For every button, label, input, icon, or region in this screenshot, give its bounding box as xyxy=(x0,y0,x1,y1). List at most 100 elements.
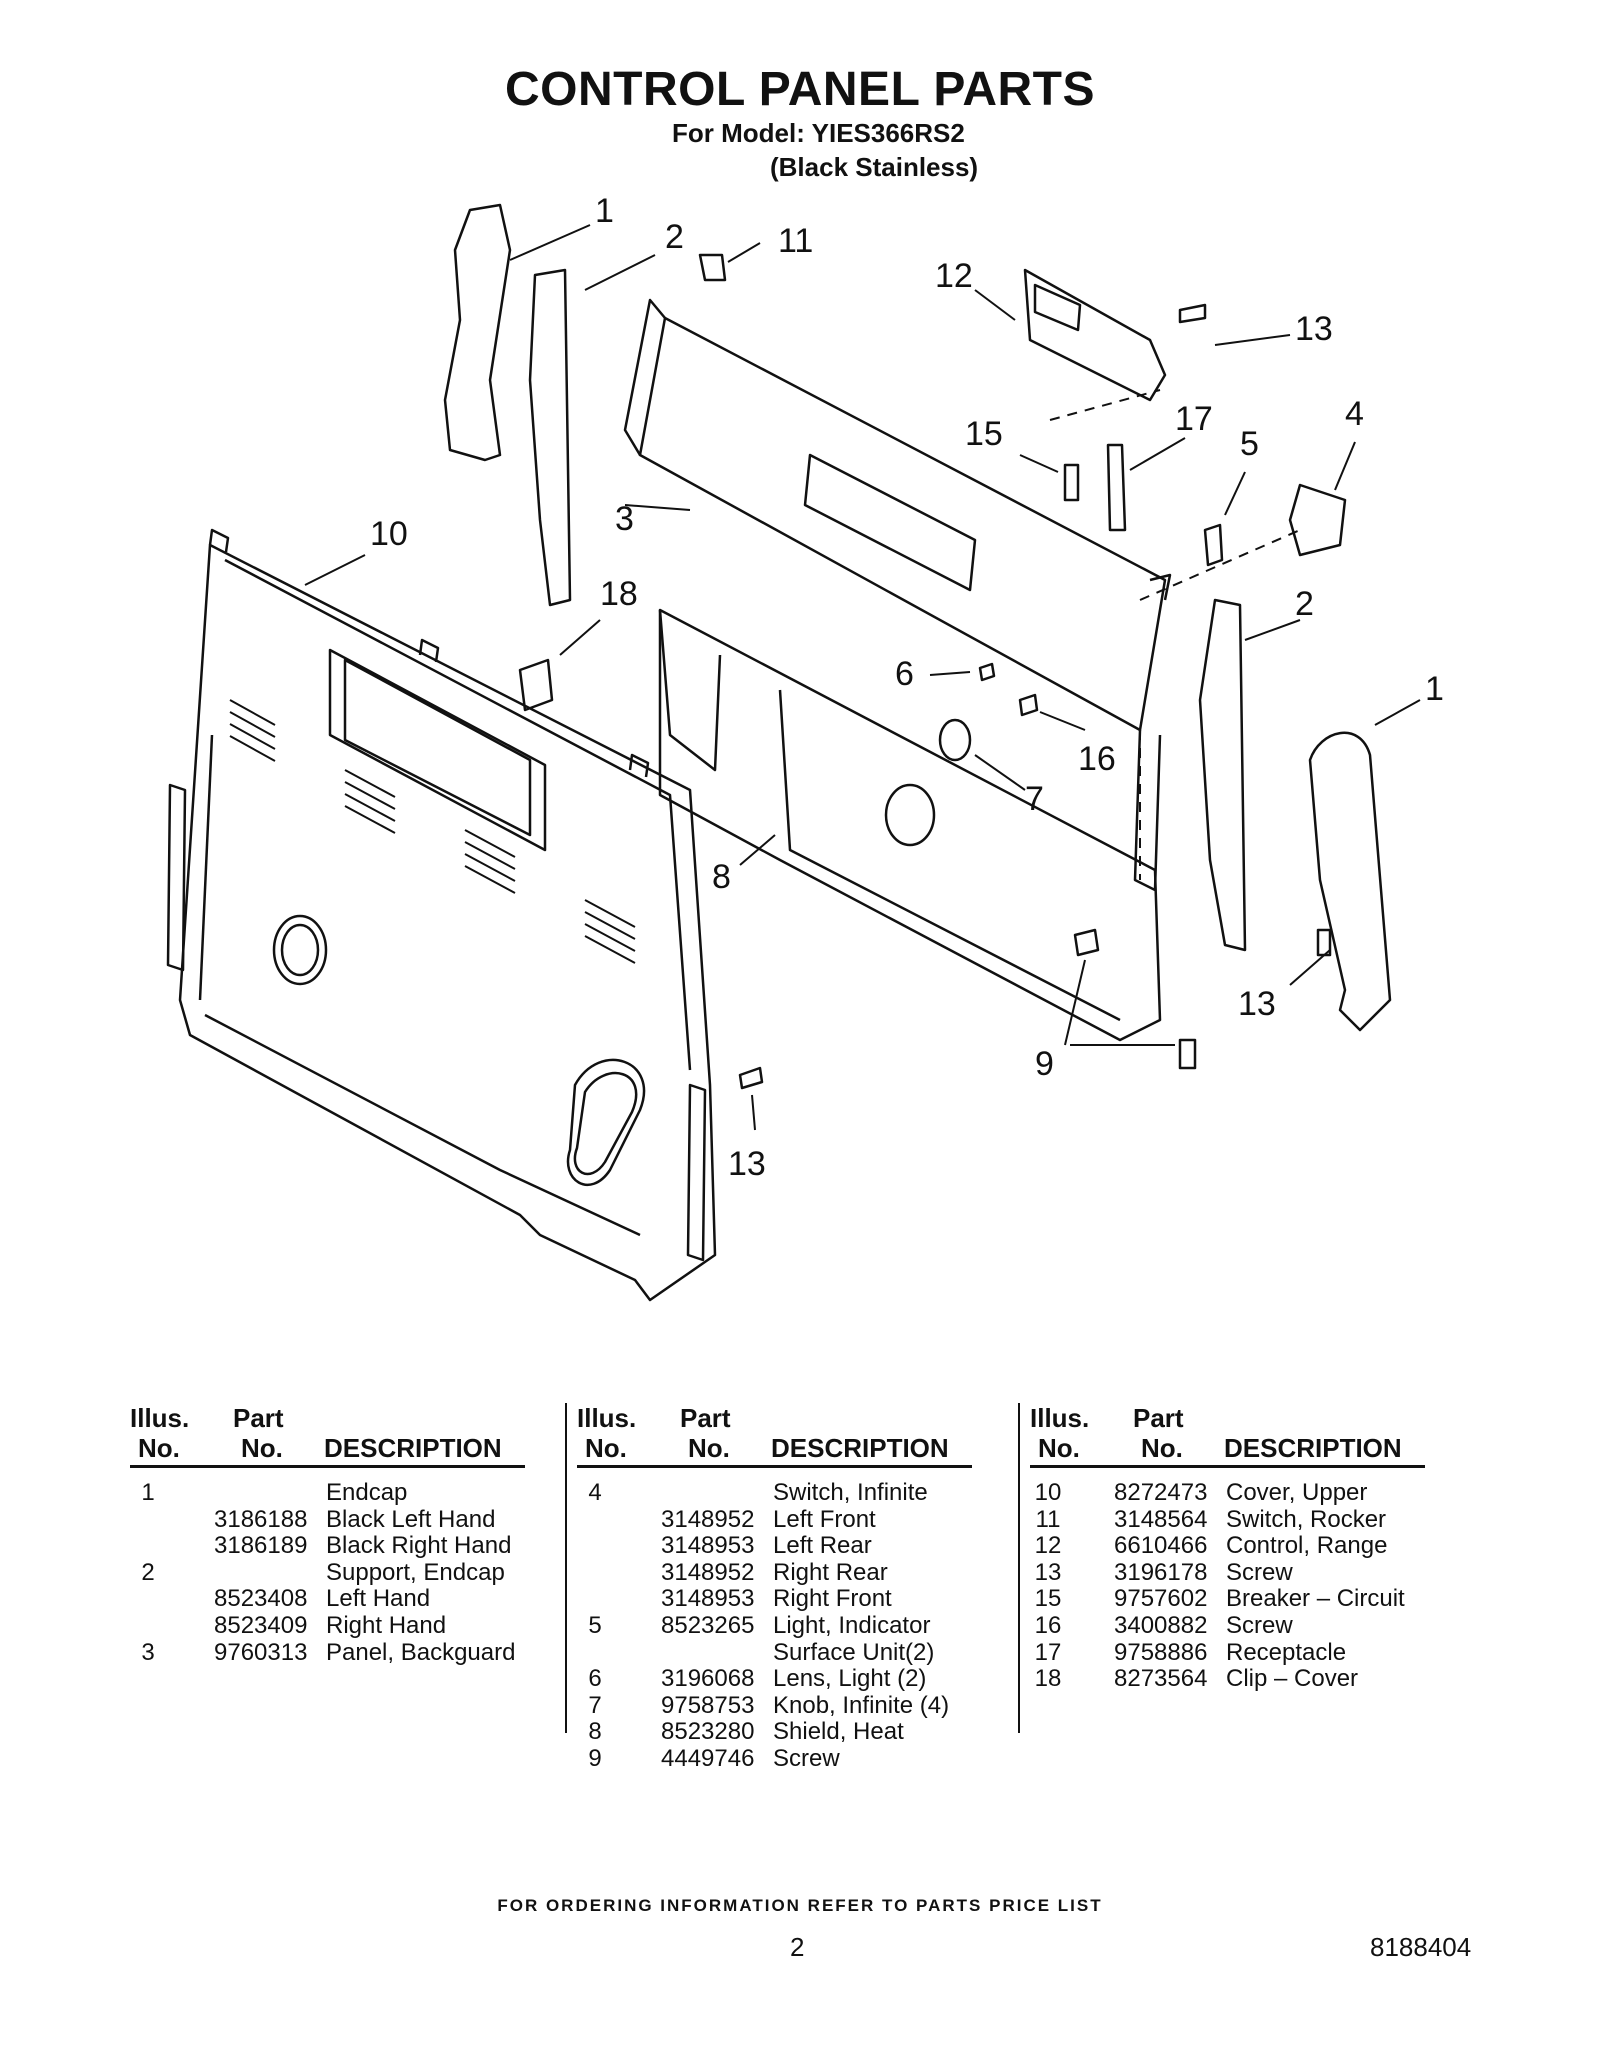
part-number: 9757602 xyxy=(1114,1585,1208,1613)
part-description: Receptacle xyxy=(1226,1638,1347,1666)
header-part-label: Part xyxy=(1133,1403,1184,1433)
header-illus-label: Illus. xyxy=(577,1403,637,1433)
part-number: 9758886 xyxy=(1114,1638,1208,1666)
header-part-label: Part xyxy=(233,1403,284,1433)
header-part-label: Part xyxy=(680,1403,731,1433)
column-divider xyxy=(1018,1403,1020,1733)
part-description: Clip – Cover xyxy=(1226,1665,1359,1693)
callout-3: 3 xyxy=(615,500,634,538)
callout-15: 15 xyxy=(965,415,1003,453)
header-part-no: No. xyxy=(688,1433,730,1463)
part-description: Breaker – Circuit xyxy=(1226,1585,1405,1613)
part-number: 3148564 xyxy=(1114,1505,1208,1533)
illus-number: 11 xyxy=(1035,1505,1061,1533)
header-illus-no: No. xyxy=(138,1433,180,1463)
screw-16 xyxy=(1018,693,1039,717)
header-part-no: No. xyxy=(1141,1433,1183,1463)
model-subtitle: For Model: YIES366RS2 xyxy=(672,118,965,148)
header-description: DESCRIPTION xyxy=(1224,1433,1402,1463)
screw-13-right xyxy=(1316,928,1332,957)
part-description: Black Right Hand xyxy=(326,1532,512,1560)
callout-7: 7 xyxy=(1025,780,1044,818)
callout-9: 9 xyxy=(1035,1045,1054,1083)
part-number: 3196068 xyxy=(661,1665,755,1693)
illus-number: 5 xyxy=(588,1611,602,1639)
part-description: Right Front xyxy=(773,1585,892,1613)
part-description: Control, Range xyxy=(1226,1532,1388,1560)
ordering-note: FOR ORDERING INFORMATION REFER TO PARTS … xyxy=(497,1896,1103,1915)
part-number: 8523408 xyxy=(214,1585,308,1613)
part-description: Panel, Backguard xyxy=(326,1638,516,1666)
header-rule xyxy=(577,1465,972,1468)
infinite-knob-part xyxy=(938,718,972,762)
page-title: CONTROL PANEL PARTS xyxy=(505,63,1095,116)
screw-13-top xyxy=(1178,303,1207,324)
part-number: 8523265 xyxy=(661,1611,755,1639)
part-description: Endcap xyxy=(326,1479,408,1506)
part-description: Left Hand xyxy=(326,1585,431,1613)
part-number: 3196178 xyxy=(1114,1558,1208,1586)
callout-13-lower: 13 xyxy=(728,1145,766,1183)
part-description: Cover, Upper xyxy=(1226,1479,1368,1506)
callout-4: 4 xyxy=(1345,395,1364,433)
right-endcap-part xyxy=(1308,731,1392,1032)
illus-number: 4 xyxy=(588,1479,602,1506)
receptacle-part xyxy=(1106,443,1127,532)
header-description: DESCRIPTION xyxy=(771,1433,949,1463)
lens-6 xyxy=(978,662,996,682)
part-number: 3148952 xyxy=(661,1558,755,1586)
callout-12: 12 xyxy=(935,257,973,295)
header-illus-no: No. xyxy=(585,1433,627,1463)
finish-subtitle: (Black Stainless) xyxy=(770,152,979,182)
range-control-part xyxy=(1023,268,1167,402)
part-description: Switch, Infinite xyxy=(773,1479,928,1506)
heat-shield-part xyxy=(658,608,1162,1042)
callout-5: 5 xyxy=(1240,425,1259,463)
right-support-part xyxy=(1198,598,1247,952)
header-rule xyxy=(130,1465,525,1468)
header-illus-no: No. xyxy=(1038,1433,1080,1463)
header-rule xyxy=(1030,1465,1425,1468)
illus-number: 3 xyxy=(141,1638,155,1666)
part-description: Shield, Heat xyxy=(773,1718,904,1746)
header-part-no: No. xyxy=(241,1433,283,1463)
callout-18: 18 xyxy=(600,575,638,613)
illus-number: 1 xyxy=(141,1479,155,1506)
part-description: Right Hand xyxy=(326,1611,447,1639)
indicator-light-part xyxy=(1203,523,1224,567)
callout-13-top: 13 xyxy=(1295,310,1333,348)
part-number: 3148953 xyxy=(661,1585,755,1613)
exploded-parts-diagram: 1 2 11 12 13 15 17 4 5 3 10 18 2 6 16 1 … xyxy=(166,192,1444,1302)
illus-number: 9 xyxy=(588,1744,602,1772)
table-row: 3148953 Right Front xyxy=(575,1586,970,1613)
table-row: Surface Unit(2) xyxy=(575,1639,970,1667)
callout-10: 10 xyxy=(370,515,408,553)
circuit-breaker-part xyxy=(1063,463,1080,502)
part-number: 3148953 xyxy=(661,1532,755,1560)
part-number: 8523280 xyxy=(661,1718,755,1746)
column-divider xyxy=(565,1403,567,1733)
rocker-switch-part xyxy=(698,253,727,282)
illus-number: 12 xyxy=(1034,1532,1062,1560)
part-number: 8272473 xyxy=(1114,1479,1208,1506)
screw-9-left xyxy=(1073,928,1100,957)
screw-9-right xyxy=(1178,1038,1197,1070)
part-description: Black Left Hand xyxy=(326,1505,496,1533)
